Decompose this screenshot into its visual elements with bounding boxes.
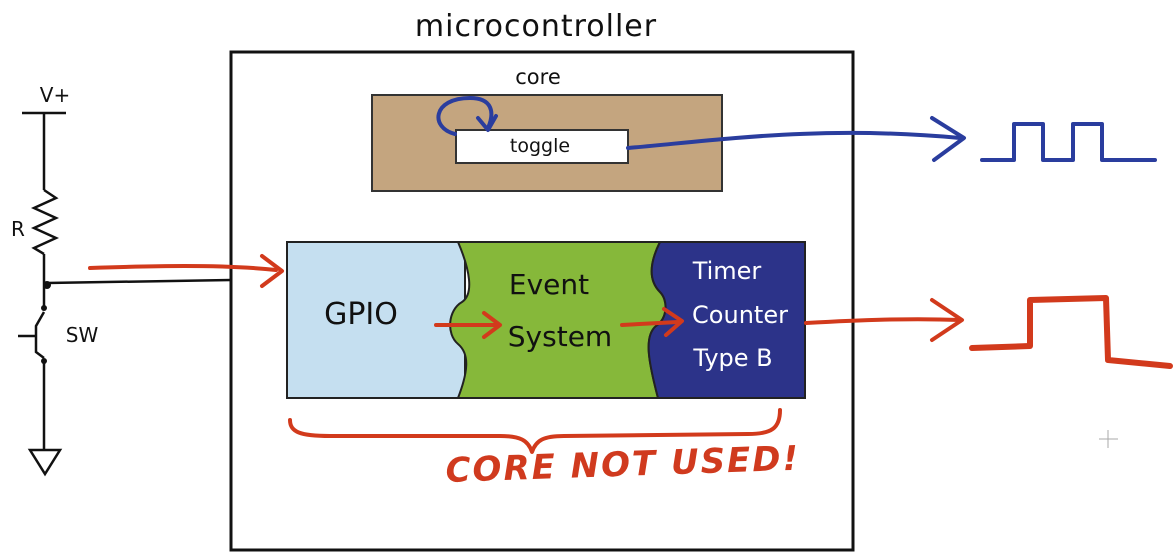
signal-wire [46,278,232,285]
toggle-output-arrow [626,116,966,162]
event-system-label-line2: System [508,320,612,353]
microcontroller-box [229,50,855,552]
switch-symbol [18,311,46,359]
resistor-label: R [11,217,25,241]
timer-counter-block [647,241,806,399]
microcontroller-title: microcontroller [415,9,657,44]
toggle-box [455,129,629,164]
ground-symbol [27,448,63,477]
curly-brace [288,408,782,454]
core-loop-arrow [436,96,498,136]
timer-label-line1: Timer [692,257,762,285]
timer-output-arrow [804,298,964,342]
event-to-timer-arrow [620,307,684,337]
gpio-to-event-arrow [434,311,502,339]
timer-label-line2: Counter [692,301,788,329]
gpio-label: GPIO [324,297,398,332]
core-not-used-note: CORE NOT USED! [445,439,801,491]
core-label: core [515,65,561,89]
blue-square-wave [980,122,1157,162]
peripheral-group: GPIO Event System Timer Counter Type B [286,241,806,399]
resistor-symbol [30,188,60,256]
supply-label: V+ [40,83,70,107]
input-arrow [88,254,284,288]
crosshair-icon [1099,430,1118,448]
timer-label-line3: Type B [692,344,772,372]
toggle-label: toggle [510,135,570,157]
red-pulse-wave [969,295,1173,369]
event-system-label-line1: Event [509,268,589,301]
input-circuit: V+ R SW [11,83,232,477]
switch-label: SW [66,323,99,347]
